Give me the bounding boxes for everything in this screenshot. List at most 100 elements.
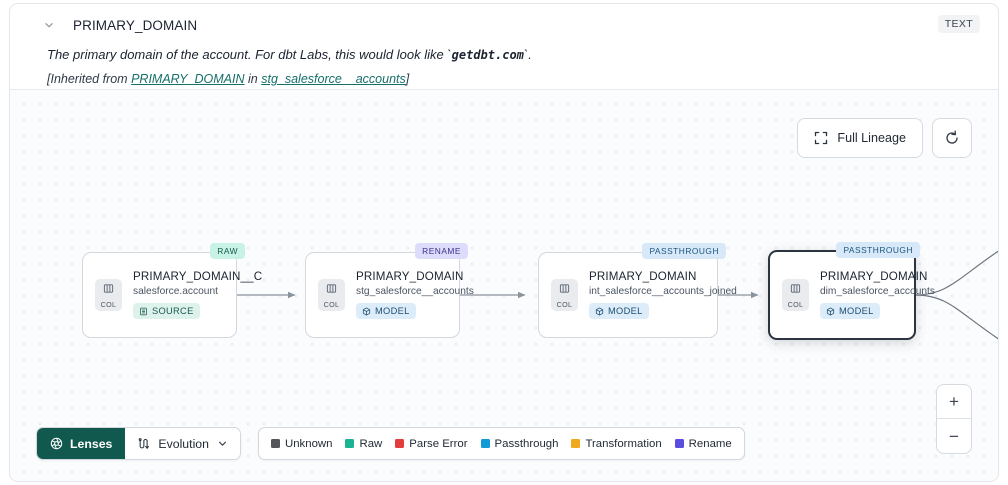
- node-tag-badge: PASSTHROUGH: [642, 243, 726, 259]
- zoom-in-button[interactable]: +: [937, 385, 971, 419]
- column-chip-label: COL: [100, 300, 117, 309]
- type-badge: TEXT: [937, 15, 980, 33]
- description-text-post: `.: [523, 47, 532, 62]
- node-kind-badge: MODEL: [589, 303, 649, 320]
- lineage-node-selected[interactable]: PASSTHROUGH COL PRIMARY_DOMAIN dim_sales…: [768, 242, 935, 340]
- canvas-top-controls: Full Lineage: [797, 118, 972, 158]
- legend-item: Rename: [674, 437, 732, 450]
- columns-icon: [559, 281, 570, 299]
- node-kind-label: SOURCE: [152, 306, 194, 317]
- full-lineage-label: Full Lineage: [837, 131, 906, 145]
- cube-icon: [826, 307, 835, 316]
- node-kind-label: MODEL: [375, 306, 410, 317]
- legend-item: Transformation: [571, 437, 662, 450]
- full-lineage-button[interactable]: Full Lineage: [797, 118, 923, 158]
- lineage-edges: [237, 250, 998, 340]
- refresh-icon: [944, 130, 960, 146]
- node-column-name: PRIMARY_DOMAIN__C: [133, 270, 263, 284]
- edge-out-lower: [914, 294, 998, 340]
- legend-label: Passthrough: [494, 437, 559, 450]
- node-table-name: stg_salesforce__accounts: [356, 286, 474, 298]
- database-icon: [139, 307, 148, 316]
- lineage-legend: Unknown Raw Parse Error Passthrough Tran…: [257, 427, 745, 460]
- inherited-mid: in: [244, 71, 262, 86]
- node-column-name: PRIMARY_DOMAIN: [589, 270, 697, 284]
- legend-item: Raw: [345, 438, 382, 450]
- legend-label: Raw: [359, 437, 383, 450]
- legend-swatch: [270, 439, 280, 448]
- column-chip-label: COL: [787, 300, 804, 309]
- column-chip: COL: [551, 279, 578, 311]
- legend-label: Unknown: [284, 437, 333, 450]
- canvas-bottom-bar: Lenses Evolution Unknown: [36, 427, 745, 460]
- evolution-label: Evolution: [158, 436, 209, 451]
- legend-swatch: [345, 439, 355, 448]
- legend-item: Parse Error: [395, 437, 468, 450]
- description-code: getdbt.com: [451, 48, 524, 62]
- node-kind-badge: MODEL: [356, 303, 416, 320]
- node-body: PRIMARY_DOMAIN stg_salesforce__accounts …: [356, 269, 474, 321]
- node-body: PRIMARY_DOMAIN dim_salesforce_accounts M…: [820, 269, 935, 321]
- column-header: PRIMARY_DOMAIN TEXT The primary domain o…: [10, 4, 998, 89]
- node-tag-badge: RENAME: [415, 243, 468, 259]
- zoom-out-button[interactable]: −: [949, 426, 959, 446]
- inherited-suffix: ]: [405, 71, 410, 86]
- column-chip-label: COL: [323, 300, 340, 309]
- node-table-name: dim_salesforce_accounts: [820, 286, 935, 298]
- lenses-button[interactable]: Lenses: [37, 428, 126, 459]
- legend-label: Transformation: [585, 437, 662, 450]
- legend-swatch: [571, 439, 581, 448]
- edge-out-upper: [914, 250, 998, 296]
- legend-label: Rename: [688, 437, 732, 450]
- node-kind-label: MODEL: [839, 306, 874, 317]
- description-text-pre: The primary domain of the account. For d…: [47, 47, 452, 62]
- columns-icon: [790, 281, 801, 299]
- evolution-dropdown[interactable]: Evolution: [125, 428, 240, 459]
- node-tag-badge: PASSTHROUGH: [836, 242, 920, 258]
- cube-icon: [595, 307, 604, 316]
- expand-icon: [814, 131, 828, 145]
- legend-swatch: [674, 439, 684, 448]
- inherited-column-link[interactable]: PRIMARY_DOMAIN: [131, 71, 245, 86]
- node-column-name: PRIMARY_DOMAIN: [356, 270, 464, 284]
- node-kind-label: MODEL: [608, 306, 643, 317]
- legend-item: Passthrough: [480, 437, 559, 450]
- legend-item: Unknown: [270, 437, 333, 450]
- node-kind-badge: MODEL: [820, 303, 880, 320]
- column-chip: COL: [318, 279, 345, 311]
- page-title: PRIMARY_DOMAIN: [73, 17, 198, 33]
- lenses-label: Lenses: [70, 436, 113, 451]
- aperture-icon: [50, 437, 63, 450]
- node-table-name: int_salesforce__accounts_joined: [589, 286, 737, 298]
- inherited-from-note: [Inherited from PRIMARY_DOMAIN in stg_sa…: [47, 72, 980, 86]
- column-chip: COL: [95, 279, 122, 311]
- lineage-node[interactable]: RAW COL PRIMARY_DOMAIN__C salesforce.acc…: [82, 243, 262, 338]
- header-title-row: PRIMARY_DOMAIN: [28, 14, 980, 36]
- lenses-evolution-group: Lenses Evolution: [36, 427, 241, 460]
- chevron-down-icon[interactable]: [41, 17, 57, 33]
- column-description: The primary domain of the account. For d…: [47, 47, 980, 64]
- evolution-flow-icon: [137, 437, 150, 451]
- node-body: PRIMARY_DOMAIN int_salesforce__accounts_…: [589, 269, 737, 321]
- lineage-node[interactable]: RENAME COL PRIMARY_DOMAIN stg_salesforce…: [305, 243, 474, 338]
- node-body: PRIMARY_DOMAIN__C salesforce.account SOU…: [133, 269, 262, 321]
- chevron-down-icon: [217, 438, 228, 449]
- column-lineage-card: PRIMARY_DOMAIN TEXT The primary domain o…: [9, 3, 999, 482]
- column-chip: COL: [782, 279, 809, 311]
- refresh-button[interactable]: [932, 118, 972, 158]
- node-kind-badge: SOURCE: [133, 303, 200, 320]
- legend-swatch: [480, 439, 490, 448]
- cube-icon: [362, 307, 371, 316]
- lineage-node[interactable]: PASSTHROUGH COL PRIMARY_DOMAIN int_sales…: [538, 243, 737, 338]
- columns-icon: [103, 281, 114, 299]
- columns-icon: [326, 281, 337, 299]
- node-tag-badge: RAW: [210, 243, 245, 259]
- legend-swatch: [395, 439, 405, 448]
- node-table-name: salesforce.account: [133, 286, 218, 298]
- legend-label: Parse Error: [409, 437, 468, 450]
- zoom-controls: + −: [936, 384, 972, 454]
- column-chip-label: COL: [556, 300, 573, 309]
- inherited-table-link[interactable]: stg_salesforce__accounts: [261, 71, 406, 86]
- lineage-canvas[interactable]: RAW COL PRIMARY_DOMAIN__C salesforce.acc…: [10, 89, 998, 481]
- inherited-prefix: [Inherited from: [47, 71, 132, 86]
